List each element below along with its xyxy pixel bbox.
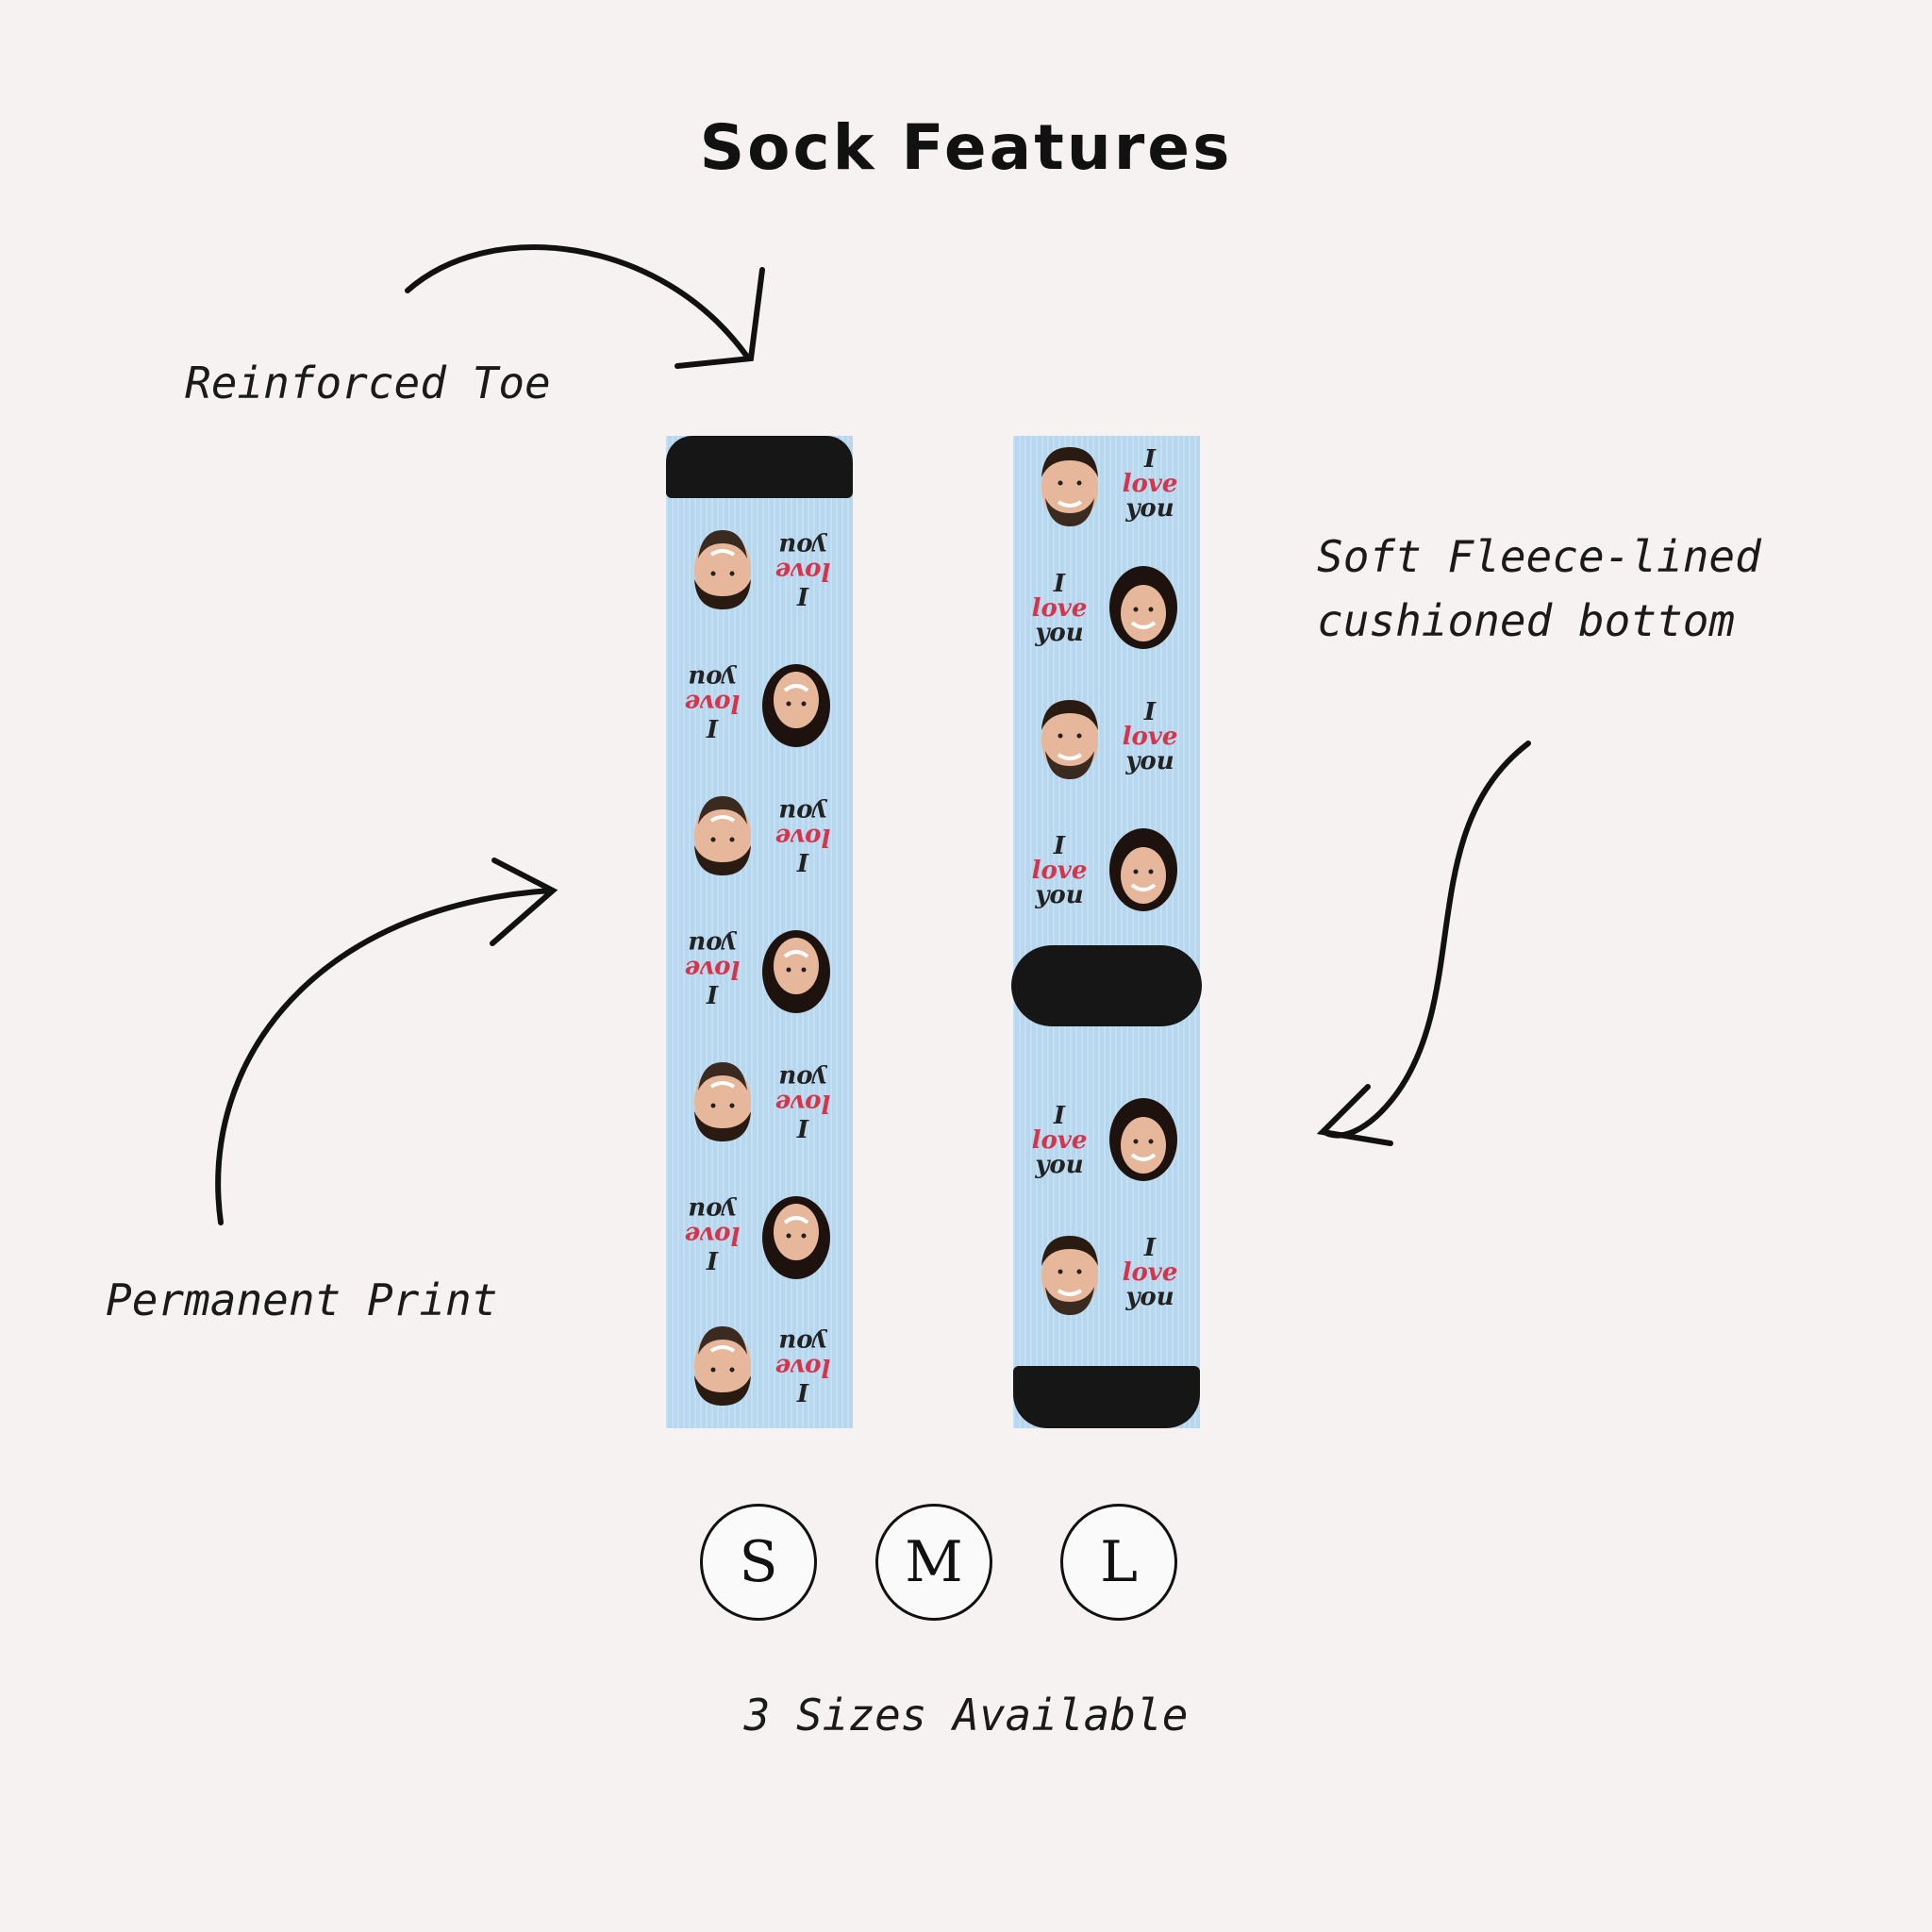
man-face-print xyxy=(1034,440,1106,530)
size-options: S M L xyxy=(0,1504,1932,1626)
man-face-print xyxy=(1034,692,1106,783)
woman-face-print xyxy=(1108,564,1179,655)
fleece-label-line-1: Soft Fleece-lined xyxy=(1317,531,1761,582)
man-face-print xyxy=(1034,1228,1106,1319)
fleece-lined-label: Soft Fleece-lined cushioned bottom xyxy=(1317,525,1761,653)
reinforced-toe-label: Reinforced Toe xyxy=(185,358,551,408)
sock-right-top-cuff xyxy=(1013,1366,1200,1428)
sock-left-toe-cuff xyxy=(666,436,853,498)
sizes-available-label: 3 Sizes Available xyxy=(743,1690,1189,1740)
man-face-print xyxy=(687,526,758,617)
print-arrow-icon xyxy=(215,888,554,1225)
fleece-arrowhead-icon xyxy=(1316,1084,1393,1146)
sock-right-heel xyxy=(1011,945,1202,1026)
fleece-label-line-2: cushioned bottom xyxy=(1317,595,1736,646)
woman-face-print xyxy=(760,1191,832,1281)
woman-face-print xyxy=(1108,1096,1179,1187)
man-face-print xyxy=(687,792,758,883)
toe-arrow-icon xyxy=(405,244,750,359)
page-title: Sock Features xyxy=(699,111,1233,184)
woman-face-print xyxy=(760,658,832,749)
size-option-s[interactable]: S xyxy=(700,1504,817,1621)
fleece-arrow-icon xyxy=(1322,741,1531,1139)
man-face-print xyxy=(687,1058,758,1149)
size-option-l[interactable]: L xyxy=(1060,1504,1177,1621)
man-face-print xyxy=(687,1323,758,1413)
woman-face-print xyxy=(1108,826,1179,917)
woman-face-print xyxy=(760,924,832,1015)
print-arrowhead-icon xyxy=(490,858,558,946)
toe-arrowhead-icon xyxy=(675,267,765,369)
permanent-print-label: Permanent Print xyxy=(106,1274,498,1325)
size-option-m[interactable]: M xyxy=(875,1504,992,1621)
